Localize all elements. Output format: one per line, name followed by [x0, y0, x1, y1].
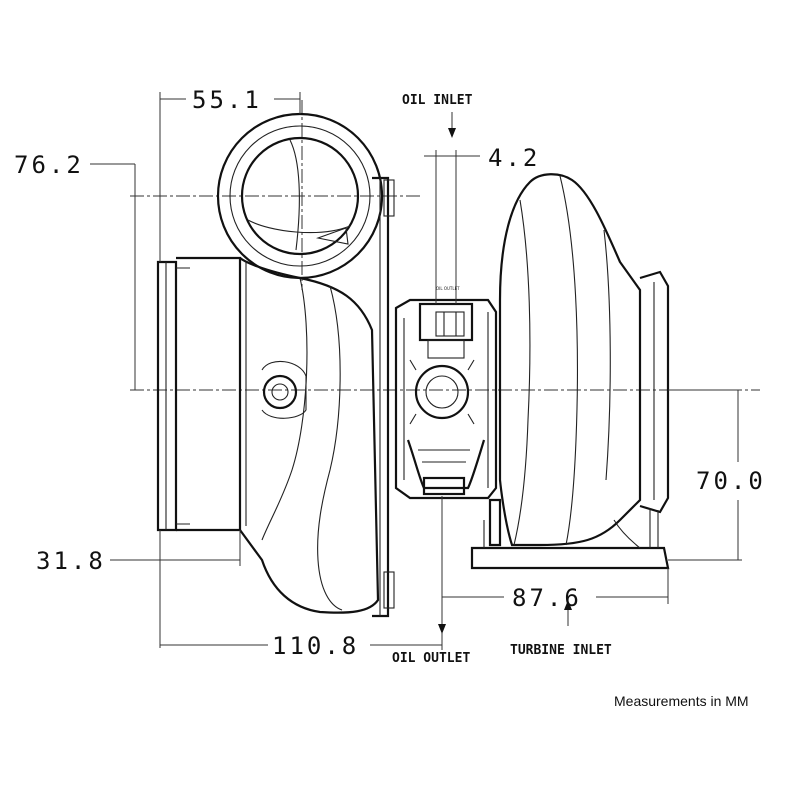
- dimension-4-2: 4.2: [488, 144, 540, 172]
- dimension-110-8: 110.8: [272, 632, 359, 660]
- dimension-55-1: 55.1: [192, 86, 262, 114]
- dimension-87-6: 87.6: [512, 584, 582, 612]
- dimension-labels: 55.1 4.2 76.2 70.0 31.8 110.8 87.6: [14, 86, 766, 660]
- dimension-lines: [90, 92, 742, 650]
- turbine-inlet-label: TURBINE INLET: [510, 643, 612, 658]
- center-housing: [394, 298, 498, 500]
- units-note: Measurements in MM: [614, 693, 749, 709]
- dimension-76-2: 76.2: [14, 151, 84, 179]
- dimension-31-8: 31.8: [36, 547, 106, 575]
- callout-labels: OIL INLET OIL OUTLET TURBINE INLET OIL O…: [392, 93, 612, 666]
- center-lines: [130, 100, 760, 391]
- dimension-70-0: 70.0: [696, 467, 766, 495]
- small-oil-outlet-label: OIL OUTLET: [436, 286, 460, 291]
- compressor-housing: [156, 112, 395, 618]
- turbine-housing: [470, 173, 670, 570]
- oil-inlet-label: OIL INLET: [402, 93, 473, 108]
- oil-outlet-label: OIL OUTLET: [392, 651, 470, 666]
